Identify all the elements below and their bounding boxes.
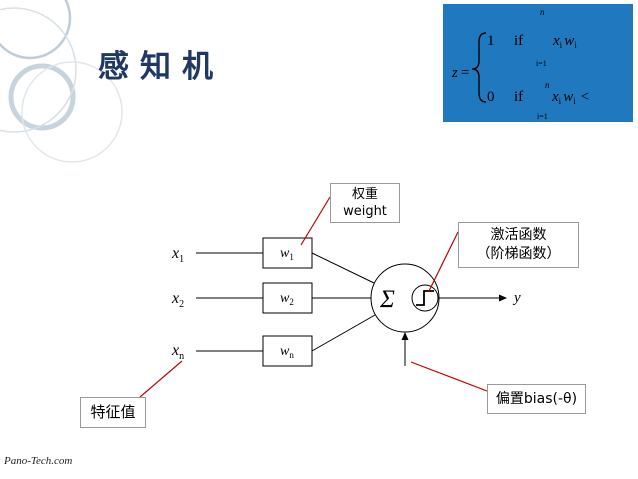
input-symbol: x	[171, 290, 179, 307]
term-w: w	[563, 89, 573, 105]
weight-w2: w2	[280, 291, 294, 307]
formula-row-1-value: 1	[487, 33, 495, 49]
weight-subscript: n	[289, 350, 294, 360]
callout-activation-line2: （阶梯函数）	[476, 246, 561, 262]
decorative-circles	[0, 0, 123, 163]
perceptron-diagram: x1 x2 xn w1 w2 wn Σ	[139, 196, 521, 398]
input-xn: xn	[171, 342, 184, 362]
callout-activation: 激活函数 （阶梯函数）	[458, 222, 579, 268]
formula-lhs-var: z	[451, 65, 458, 81]
term-x-sub: i	[559, 96, 562, 106]
term-w: w	[564, 33, 574, 49]
connection-line-1	[311, 252, 375, 284]
output-label: y	[512, 290, 521, 306]
callout-features-label: 特征值	[90, 403, 136, 421]
formula-box	[443, 4, 633, 122]
sum-symbol: Σ	[379, 286, 395, 313]
callout-weight-cn: 权重	[351, 187, 378, 202]
weight-subscript: 2	[289, 297, 294, 307]
formula-row-1-sum-lower: i=1	[536, 59, 547, 68]
callout-line-features	[139, 360, 183, 398]
callout-weight: 权重 weight	[330, 183, 400, 223]
callout-features: 特征值	[80, 397, 146, 428]
term-w-sub: i	[574, 40, 577, 50]
output-arrow-head	[499, 294, 507, 302]
page-title: 感知机	[98, 49, 224, 85]
input-x1: x1	[171, 245, 184, 265]
weight-symbol: w	[280, 246, 290, 261]
weight-symbol: w	[280, 344, 290, 359]
watermark: Pano-Tech.com	[4, 455, 73, 467]
decor-circle	[21, 61, 123, 163]
formula-row-2-sum-upper: n	[545, 80, 550, 90]
input-symbol: x	[171, 245, 179, 262]
callout-bias: 偏置bias(-θ)	[487, 384, 586, 414]
formula-row-2-sum-lower: i=1	[537, 112, 548, 121]
formula-row-1-cond: if	[514, 33, 523, 49]
input-x2: x2	[171, 290, 184, 310]
weight-symbol: w	[280, 291, 290, 306]
callout-line-activation	[428, 231, 459, 292]
formula-lhs: z=	[451, 65, 469, 81]
weight-box-2	[262, 282, 313, 314]
callout-activation-line1: 激活函数	[490, 227, 547, 243]
weight-w1: w1	[280, 246, 294, 262]
callout-line-weight	[300, 196, 331, 246]
formula-row-2-value: 0	[487, 89, 495, 105]
bias-arrow-head	[401, 332, 409, 340]
input-subscript: 1	[179, 254, 184, 265]
formula-lhs-eq: =	[461, 65, 469, 81]
callout-bias-label: 偏置bias(-θ)	[495, 391, 578, 407]
callout-weight-en: weight	[343, 204, 387, 219]
callout-line-bias	[410, 361, 488, 392]
formula-row-1-sum-upper: n	[540, 7, 545, 17]
term-x-sub: i	[560, 40, 563, 50]
weight-wn: wn	[280, 344, 294, 360]
decor-circle	[8, 63, 76, 131]
term-x: x	[551, 89, 559, 105]
decor-circle	[0, 7, 77, 133]
input-subscript: 2	[179, 299, 184, 310]
term-w-sub: i	[573, 96, 576, 106]
term-x: x	[552, 33, 560, 49]
connection-line-n	[311, 314, 376, 352]
input-subscript: n	[179, 351, 184, 362]
weight-subscript: 1	[289, 252, 294, 262]
formula-row-2-cond: if	[514, 89, 523, 105]
activation-circle	[411, 284, 439, 312]
brace	[471, 32, 487, 103]
input-symbol: x	[171, 342, 179, 359]
weight-box-n	[262, 335, 313, 367]
decor-circle	[0, 0, 72, 60]
term-tail: <	[581, 89, 589, 105]
